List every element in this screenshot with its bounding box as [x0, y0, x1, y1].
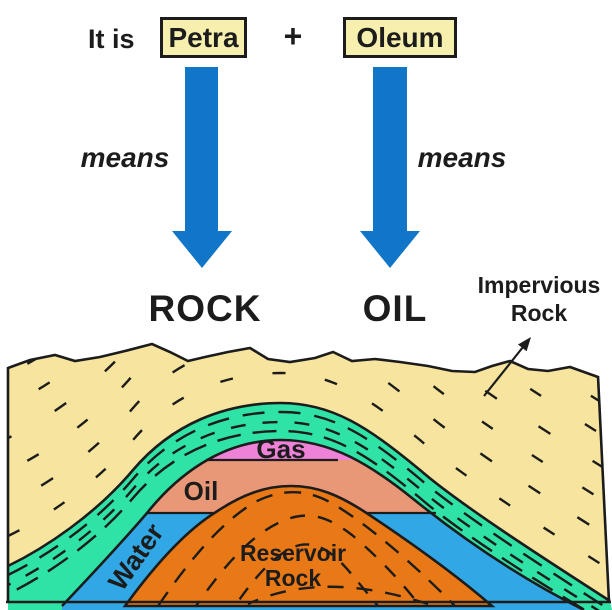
impervious-rock-line1: Impervious [477, 272, 601, 298]
diagram-right-border [596, 375, 611, 603]
down-arrow-left-head [172, 231, 232, 268]
term-box-oleum: Oleum [343, 17, 457, 58]
oil-label: Oil [184, 476, 219, 506]
down-arrow-left-shaft [185, 67, 218, 232]
result-rock-label: ROCK [148, 288, 262, 329]
result-oil-label: OIL [362, 288, 428, 329]
reservoir-label-line2: Rock [265, 565, 321, 591]
plus-sign: + [283, 18, 303, 54]
seal-outer-outline [7, 401, 611, 603]
down-arrow-right-shaft [373, 67, 407, 232]
reservoir-label-line1: Reservoir [240, 540, 346, 566]
reservoir-hatch [157, 491, 456, 606]
prefix-text: It is [88, 24, 135, 54]
term-petra-label: Petra [168, 21, 239, 53]
term-box-petra: Petra [160, 17, 247, 58]
gas-label: Gas [256, 434, 305, 464]
impervious-rock-line2: Rock [510, 300, 568, 326]
term-oleum-label: Oleum [356, 21, 444, 53]
means-label-right: means [417, 142, 507, 173]
reservoir-dome [122, 484, 496, 608]
seal-inner-outline [61, 438, 585, 610]
impervious-rock-annotation: Impervious Rock [466, 271, 612, 327]
down-arrow-right-head [360, 231, 420, 268]
impervious-annotation-arrow [483, 337, 531, 397]
means-label-left: means [80, 142, 170, 173]
ground-surface-line [7, 342, 599, 379]
seal-hatch [8, 410, 611, 610]
